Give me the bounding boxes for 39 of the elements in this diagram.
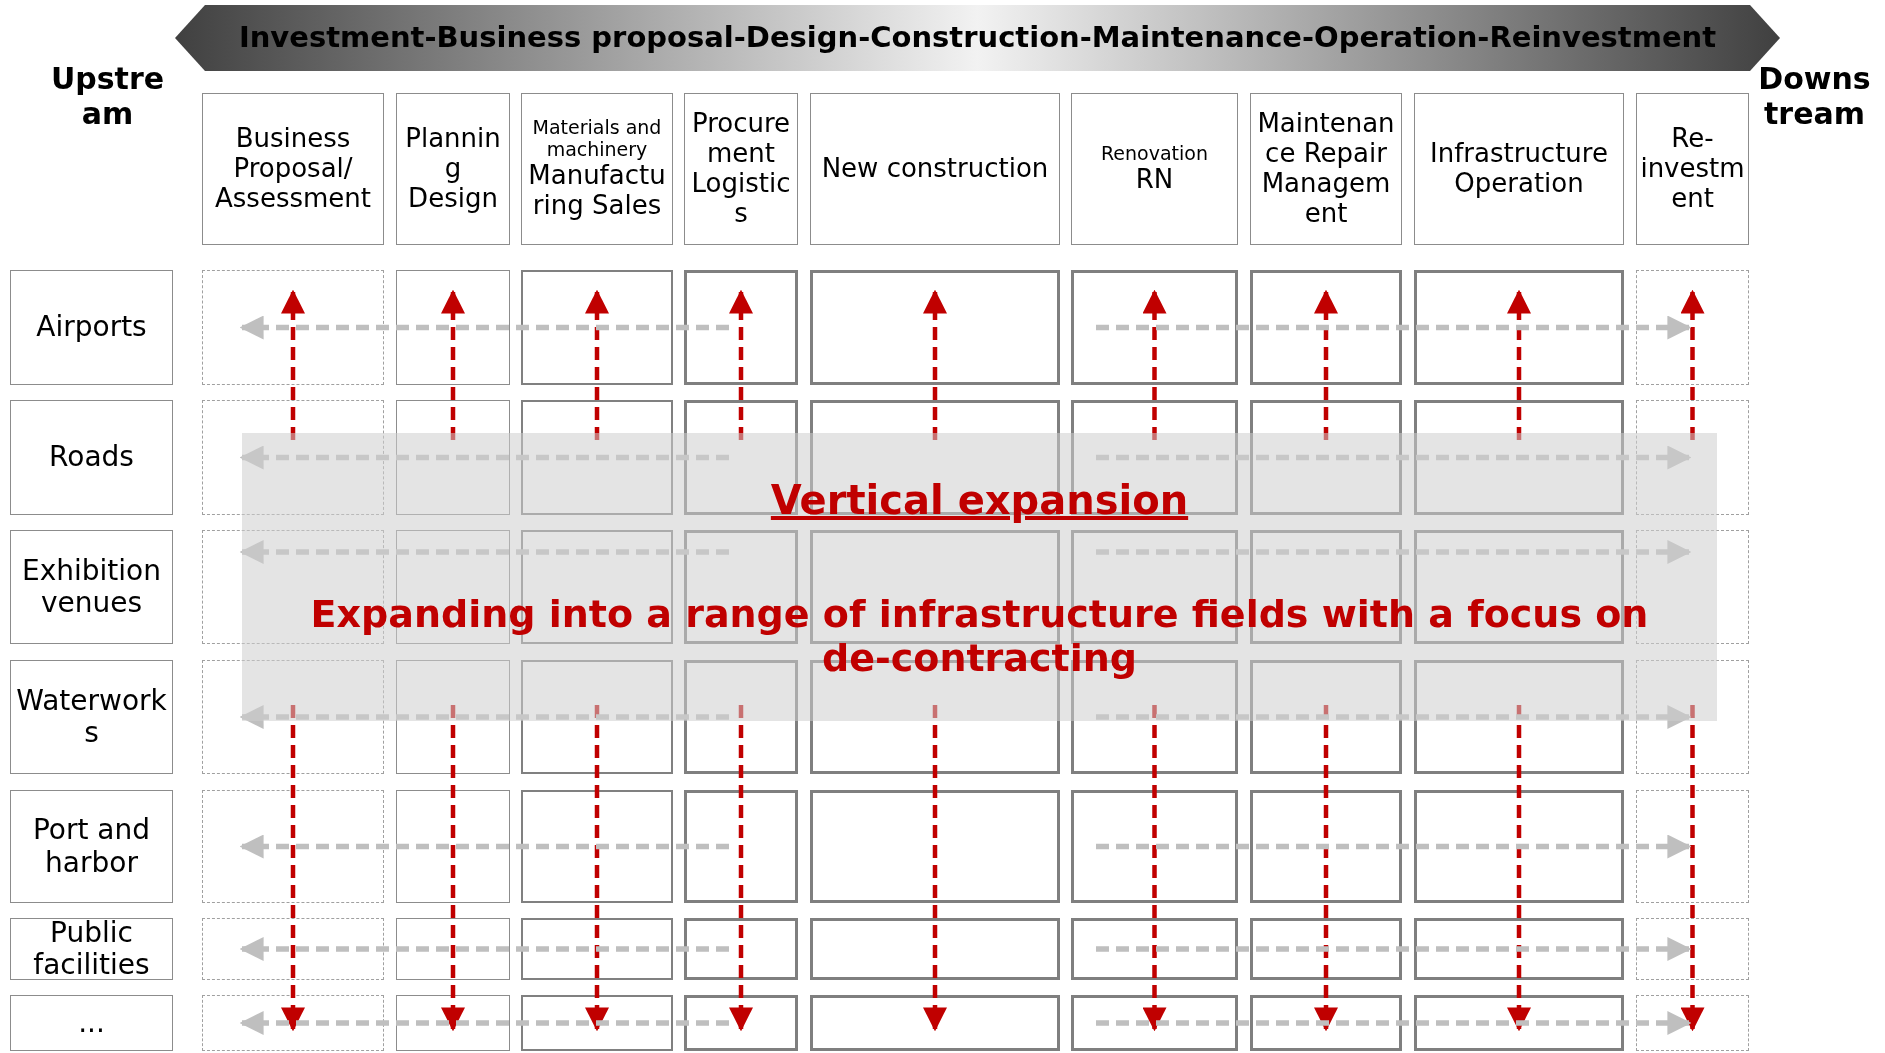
header-text: Infrastructure Operation xyxy=(1429,139,1609,199)
row-label: Roads xyxy=(49,441,134,474)
stream-label: Upstream xyxy=(49,62,166,131)
header-text: RN xyxy=(1135,164,1174,195)
row-label: ... xyxy=(78,1006,105,1040)
header-text: Manufacturing Sales xyxy=(527,160,667,221)
row-header xyxy=(10,270,173,385)
header-text: Materials and machinery xyxy=(531,117,663,161)
header-text: Procurement Logistics xyxy=(690,109,792,229)
column-header xyxy=(810,93,1060,245)
column-header xyxy=(1071,93,1238,245)
column-header xyxy=(1636,93,1749,245)
row-label: Public facilities xyxy=(32,916,151,982)
row-header xyxy=(10,400,173,515)
row-label: Port and harbor xyxy=(31,814,152,879)
row-header xyxy=(10,530,173,644)
column-header xyxy=(1414,93,1624,245)
header-text: Maintenance Repair Management xyxy=(1256,109,1396,229)
row-label: Exhibition venues xyxy=(21,554,162,620)
column-header xyxy=(1250,93,1402,245)
row-header xyxy=(10,790,173,903)
header-text: Business Proposal/ Assessment xyxy=(214,124,372,214)
highlight-band xyxy=(242,433,1717,721)
header-text: Re-investment xyxy=(1640,124,1745,214)
header-text: New construction xyxy=(821,154,1049,184)
band-text: Expanding into a range of infrastructure fields with a focus on de-contracting xyxy=(309,593,1650,681)
header-text: Renovation xyxy=(1101,143,1208,165)
row-header xyxy=(10,660,173,774)
stream-label: Downstream xyxy=(1757,62,1872,131)
column-header xyxy=(521,93,673,245)
header-text: Planning Design xyxy=(404,124,502,214)
row-header xyxy=(10,918,173,980)
column-header xyxy=(202,93,384,245)
row-header xyxy=(10,995,173,1051)
column-header xyxy=(684,93,798,245)
band-heading: Vertical expansion xyxy=(770,477,1189,523)
column-header xyxy=(396,93,510,245)
row-label: Airports xyxy=(36,311,147,344)
row-label: Waterworks xyxy=(15,684,168,750)
